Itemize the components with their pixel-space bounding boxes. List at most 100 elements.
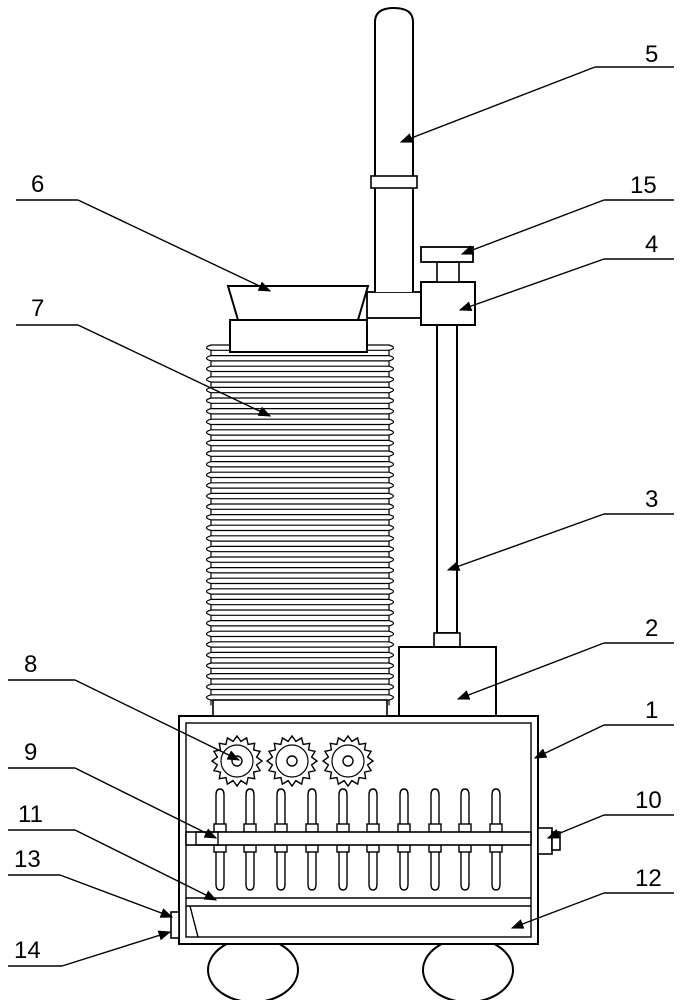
bellows-fold [205, 386, 395, 394]
feed-hopper [226, 285, 370, 353]
upper-tooth [460, 788, 470, 826]
callout-7-label: 7 [31, 295, 44, 322]
collecting-trough [186, 897, 531, 938]
lower-teeth-row [213, 844, 503, 891]
bellows-fold [205, 620, 395, 627]
upper-tooth [399, 788, 409, 826]
gear-hub [342, 755, 354, 767]
callout-15: 15 [460, 172, 674, 255]
callout-6: 6 [16, 171, 272, 292]
upper-tooth [276, 788, 286, 826]
upper-tooth [215, 788, 225, 826]
bellows-fold [205, 535, 395, 542]
upper-tooth [245, 788, 255, 826]
callout-13-label: 13 [14, 846, 41, 873]
bellows-fold [205, 641, 395, 648]
bellows-fold [205, 482, 395, 489]
lower-tooth [399, 851, 409, 891]
bellows-fold [205, 524, 395, 532]
callout-5: 5 [399, 41, 674, 143]
lift-rod [433, 324, 461, 648]
lower-tooth [491, 851, 501, 891]
callout-10: 10 [546, 787, 674, 839]
callout-5-label: 5 [645, 41, 658, 68]
upper-tooth [430, 788, 440, 826]
callout-14: 14 [8, 930, 172, 967]
right-wheel [422, 937, 514, 1000]
upper-tooth [338, 788, 348, 826]
bellows-fold [205, 556, 395, 563]
bellows-fold [205, 567, 395, 574]
bracket-arm [366, 291, 423, 319]
bellows-fold [205, 651, 395, 659]
bellows-fold [205, 588, 395, 595]
bellows-fold [205, 492, 395, 500]
bellows-fold [205, 545, 395, 553]
callout-12: 12 [510, 865, 674, 929]
callout-8-label: 8 [24, 651, 37, 678]
lower-tooth [460, 851, 470, 891]
callout-3: 3 [446, 486, 674, 571]
side-connector [537, 827, 561, 855]
bellows-fold [205, 365, 395, 373]
handle-tube [370, 6, 418, 292]
bellows-fold [205, 461, 395, 468]
bellows-fold [205, 471, 395, 479]
bellows-fold [205, 408, 395, 415]
lower-tooth [307, 851, 317, 891]
bellows-fold [205, 662, 395, 669]
callout-9-label: 9 [24, 739, 37, 766]
bellows-fold [205, 609, 395, 616]
bellows-fold [205, 503, 395, 510]
gears [210, 734, 375, 788]
callout-15-label: 15 [630, 172, 657, 199]
callout-9: 9 [8, 739, 218, 839]
lower-tooth [338, 851, 348, 891]
callout-12-label: 12 [635, 865, 662, 892]
bellows-fold [205, 630, 395, 638]
upper-tooth [368, 788, 378, 826]
lower-tooth [368, 851, 378, 891]
lower-tooth [276, 851, 286, 891]
callout-7: 7 [16, 295, 272, 417]
upper-tooth [307, 788, 317, 826]
bellows-fold [205, 429, 395, 436]
callout-11-label: 11 [18, 801, 43, 828]
bellows-fold [205, 376, 395, 383]
callout-13: 13 [8, 846, 174, 918]
motor-block [398, 646, 497, 717]
bellows-fold [205, 577, 395, 585]
callout-11: 11 [8, 801, 218, 901]
callout-10-label: 10 [635, 787, 662, 814]
callout-4-label: 4 [645, 231, 658, 258]
slider-block [420, 246, 476, 326]
bellows-fold [205, 439, 395, 447]
callout-4: 4 [458, 231, 674, 311]
plate [185, 831, 532, 846]
bellows-fold [205, 355, 395, 362]
bellows-fold [205, 418, 395, 426]
gear-hub [286, 755, 298, 767]
wheels [207, 937, 514, 1000]
upper-tooth [491, 788, 501, 826]
callout-14-label: 14 [14, 937, 41, 964]
upper-teeth-row [213, 788, 503, 833]
bellows-fold [205, 598, 395, 606]
bellows-fold [205, 450, 395, 457]
drain-outlet [170, 911, 180, 939]
callout-2: 2 [456, 615, 674, 700]
bellows [203, 340, 398, 717]
bellows-fold [205, 514, 395, 521]
lower-tooth [245, 851, 255, 891]
bellows-fold [205, 673, 395, 680]
callout-1: 1 [533, 697, 674, 759]
callout-2-label: 2 [645, 615, 658, 642]
lower-tooth [215, 851, 225, 891]
callout-1-label: 1 [645, 697, 658, 724]
lower-tooth [430, 851, 440, 891]
callout-6-label: 6 [31, 171, 44, 198]
callout-3-label: 3 [645, 486, 658, 513]
callout-8: 8 [8, 651, 241, 761]
bellows-fold [205, 683, 395, 691]
